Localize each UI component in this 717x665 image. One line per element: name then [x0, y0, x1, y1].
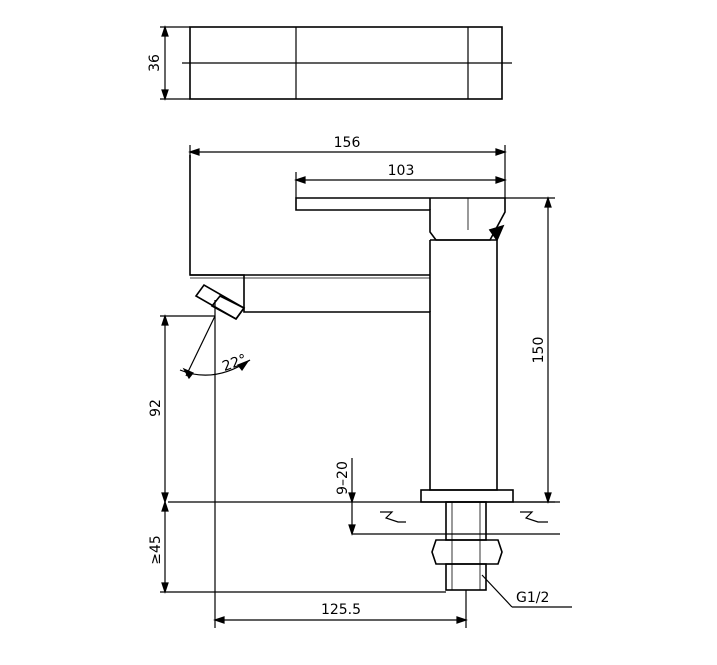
- dim-45-arrow-bottom: [161, 582, 169, 594]
- dim-156-arrow-left: [188, 148, 200, 156]
- dim-9-20-arrow-bottom: [348, 524, 356, 536]
- dim-45-label: ≥45: [148, 535, 164, 565]
- dim-125-arrow-left: [213, 616, 225, 624]
- dim-156-arrow-right: [495, 148, 507, 156]
- dim-92-arrow-top: [161, 314, 169, 326]
- dim-103-arrow-left: [294, 176, 306, 184]
- angle-arrow-left: [182, 367, 194, 380]
- handle-pivot: [488, 224, 505, 242]
- dim-150-arrow-top: [544, 196, 552, 208]
- dim-125-arrow-right: [456, 616, 468, 624]
- dim-156-label: 156: [334, 135, 361, 151]
- dim-9-20-label: 9–20: [335, 461, 351, 495]
- base-flange: [420, 489, 514, 503]
- break-mark-right: [520, 511, 548, 523]
- aerator-tip: [210, 294, 246, 321]
- dim-92-arrow-bottom: [161, 492, 169, 504]
- faucet-body-outline: [189, 155, 498, 491]
- countertop: [168, 501, 560, 535]
- thread-leader-diagonal: [481, 574, 513, 608]
- angle-label: 22°: [220, 351, 249, 375]
- dim-45-arrow-top: [161, 500, 169, 512]
- dim-125-label: 125.5: [321, 602, 361, 618]
- top-view: 36: [147, 25, 512, 101]
- dim-150-arrow-bottom: [544, 492, 552, 504]
- handle-outline: [295, 197, 506, 241]
- dimension-lines: 156 103 150 92 ≥45 9–20: [148, 135, 572, 628]
- dim-36-label: 36: [147, 54, 163, 72]
- dim-103-label: 103: [388, 163, 415, 179]
- thread-label: G1/2: [516, 590, 549, 606]
- aerator: [194, 283, 246, 321]
- angle-ref-line: [185, 315, 216, 377]
- break-mark-left: [380, 511, 406, 523]
- dim-36-arrow-top: [161, 25, 169, 37]
- dim-9-20-arrow-top: [348, 492, 356, 504]
- dim-36-arrow-bottom: [161, 89, 169, 101]
- dim-103-arrow-right: [495, 176, 507, 184]
- shank-nut: [431, 539, 503, 565]
- dim-150-label: 150: [531, 337, 547, 364]
- angle-arrow-right: [237, 359, 250, 372]
- dim-92-label: 92: [148, 399, 164, 417]
